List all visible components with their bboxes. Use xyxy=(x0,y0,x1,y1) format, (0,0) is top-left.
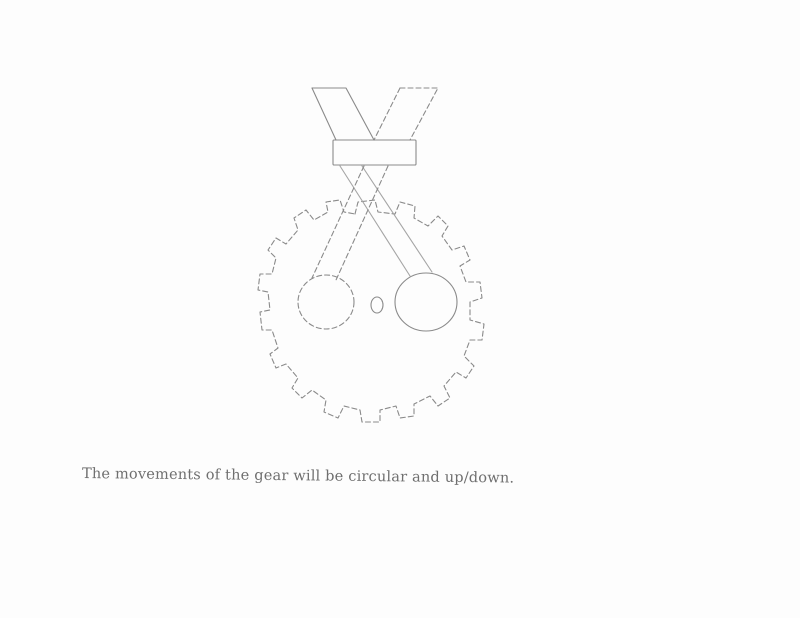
center-axle-hole xyxy=(371,297,383,313)
right-crank-circle xyxy=(395,273,457,331)
gear-outline xyxy=(258,200,484,422)
left-crank-circle xyxy=(298,275,354,329)
rod-right-to-left-wheel-lower-b xyxy=(336,166,388,280)
rod-right-to-left-wheel-lower-a xyxy=(312,166,364,278)
guide-block xyxy=(333,140,416,165)
rod-left-to-right-wheel-lower-a xyxy=(340,166,410,276)
rod-left-upper-edge xyxy=(312,88,336,140)
rod-right-to-left-wheel xyxy=(400,88,438,140)
rod-right-upper-edge xyxy=(374,88,400,140)
rod-left-to-right-wheel xyxy=(312,88,374,140)
